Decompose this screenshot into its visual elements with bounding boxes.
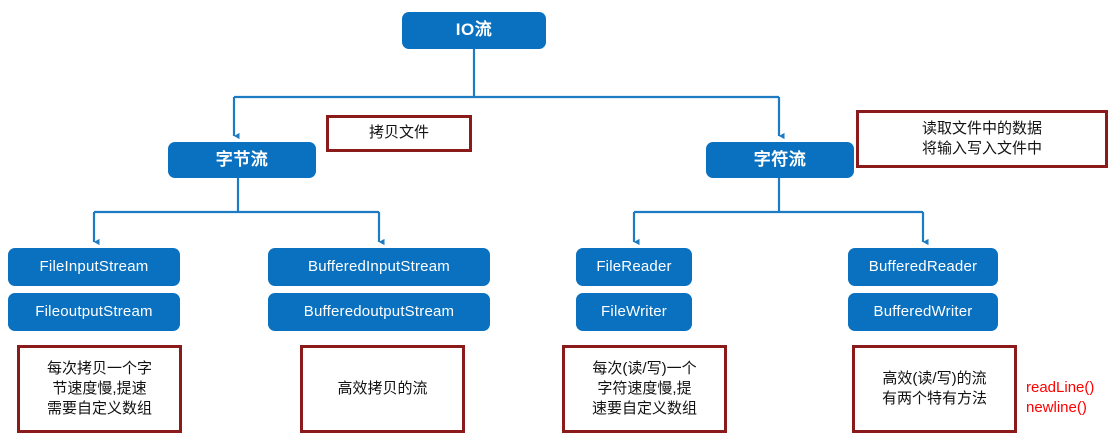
annotation-file-stream-note-line1: 每次拷贝一个字 [46,359,152,377]
annotation-buffered-reader-note-line1: 高效(读/写)的流 [882,369,987,387]
node-byte-stream[interactable]: 字节流 [168,142,316,178]
node-file-input-stream[interactable]: FileInputStream [8,248,180,286]
annotation-buffered-reader-note: 高效(读/写)的流 有两个特有方法 [852,345,1017,433]
node-buffered-writer[interactable]: BufferedWriter [848,293,998,331]
node-char-stream[interactable]: 字符流 [706,142,854,178]
node-file-output-stream-label: FileoutputStream [35,302,153,320]
node-file-input-stream-label: FileInputStream [39,257,149,275]
node-io-stream-label: IO流 [455,20,493,40]
node-file-reader[interactable]: FileReader [576,248,692,286]
node-buffered-writer-label: BufferedWriter [873,302,973,320]
red-method-newline: newline() [1026,398,1087,416]
annotation-byte-stream-note: 拷贝文件 [326,115,472,152]
node-buffered-input-stream-label: BufferedInputStream [308,257,450,275]
annotation-file-reader-note-line2: 字符速度慢,提 [597,379,692,397]
node-buffered-output-stream-label: BufferedoutputStream [303,302,455,320]
annotation-file-reader-note-line3: 速要自定义数组 [591,400,697,418]
annotation-file-stream-note-line3: 需要自定义数组 [46,400,152,418]
node-byte-stream-label: 字节流 [215,149,269,169]
annotation-char-stream-note-line2: 将输入写入文件中 [921,140,1042,157]
annotation-file-reader-note: 每次(读/写)一个 字符速度慢,提 速要自定义数组 [562,345,727,433]
node-buffered-reader[interactable]: BufferedReader [848,248,998,286]
node-file-writer[interactable]: FileWriter [576,293,692,331]
red-method-names: readLine() newline() [1026,378,1094,417]
node-buffered-reader-label: BufferedReader [868,257,978,275]
node-file-reader-label: FileReader [596,257,672,275]
annotation-buffered-stream-note-line1: 高效拷贝的流 [337,379,428,397]
node-file-output-stream[interactable]: FileoutputStream [8,293,180,331]
red-method-readline: readLine() [1026,379,1095,396]
annotation-file-stream-note: 每次拷贝一个字 节速度慢,提速 需要自定义数组 [17,345,182,433]
node-buffered-input-stream[interactable]: BufferedInputStream [268,248,490,286]
node-char-stream-label: 字符流 [753,149,807,169]
annotation-char-stream-note-line1: 读取文件中的数据 [921,119,1042,137]
annotation-char-stream-note: 读取文件中的数据 将输入写入文件中 [856,110,1108,168]
node-file-writer-label: FileWriter [601,302,667,320]
annotation-buffered-stream-note: 高效拷贝的流 [300,345,465,433]
node-buffered-output-stream[interactable]: BufferedoutputStream [268,293,490,331]
annotation-file-reader-note-line1: 每次(读/写)一个 [592,359,697,377]
annotation-file-stream-note-line2: 节速度慢,提速 [52,379,147,397]
annotation-buffered-reader-note-line2: 有两个特有方法 [881,390,987,407]
node-io-stream[interactable]: IO流 [402,12,546,49]
annotation-byte-stream-note-line1: 拷贝文件 [368,124,429,142]
